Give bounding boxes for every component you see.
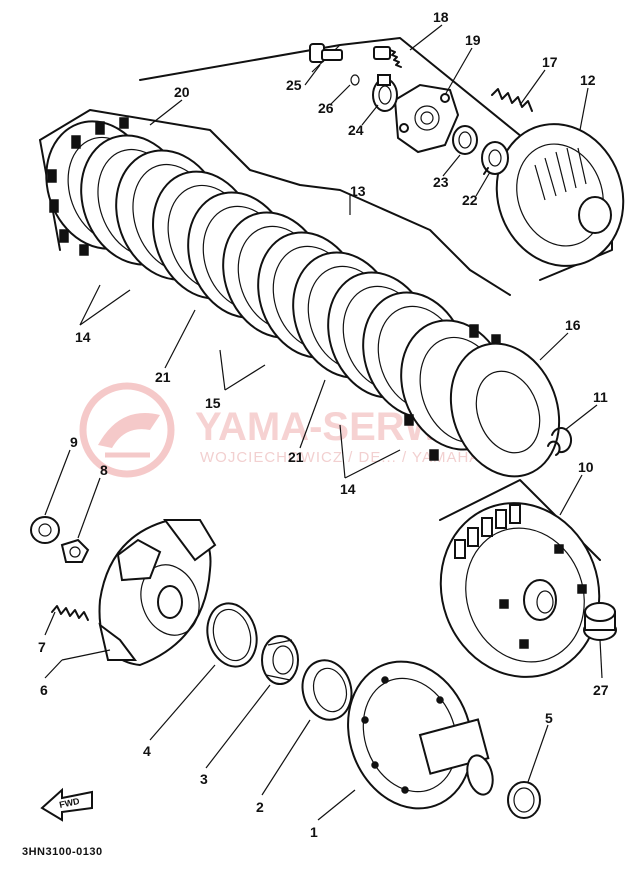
callout-23: 23 — [433, 174, 449, 190]
drawing-code: 3HN3100-0130 — [22, 846, 103, 858]
callout-1: 1 — [310, 824, 318, 840]
lower-parts — [30, 479, 617, 819]
ring-26 — [350, 74, 360, 86]
callout-16: 16 — [565, 317, 581, 333]
callout-27: 27 — [593, 682, 609, 698]
callout-22: 22 — [462, 192, 478, 208]
callout-10: 10 — [578, 459, 594, 475]
callout-17: 17 — [542, 54, 558, 70]
clutch-plate-stack — [45, 117, 573, 478]
callout-7: 7 — [38, 639, 46, 655]
washer-23 — [452, 125, 478, 155]
callout-4: 4 — [143, 743, 151, 759]
clutch-housing-12 — [495, 123, 625, 267]
callout-15: 15 — [205, 395, 221, 411]
callout-labels: 1 2 3 4 5 6 7 8 9 10 11 12 13 14 14 15 1… — [38, 9, 609, 840]
washer-9 — [30, 516, 60, 544]
spring-17 — [491, 88, 533, 112]
primary-drive-1 — [347, 660, 494, 810]
circlip-11 — [547, 427, 573, 456]
watermark-logo — [79, 382, 175, 478]
callout-26: 26 — [318, 100, 334, 116]
callout-8: 8 — [100, 462, 108, 478]
lock-washer-22 — [481, 141, 509, 175]
callout-6: 6 — [40, 682, 48, 698]
callout-12: 12 — [580, 72, 596, 88]
callout-14-lower: 14 — [340, 481, 356, 497]
bearing-3 — [261, 635, 299, 685]
shoe-assembly-6 — [98, 518, 217, 667]
fwd-arrow-icon: FWD — [40, 787, 93, 822]
callout-24: 24 — [348, 122, 364, 138]
plate-series — [80, 134, 468, 419]
screw-25 — [309, 43, 343, 63]
leader-lines — [44, 24, 603, 821]
spring-7 — [51, 605, 89, 621]
gear-24 — [372, 74, 398, 112]
callout-18: 18 — [433, 9, 449, 25]
upper-parts — [309, 43, 625, 267]
ring-4 — [206, 602, 258, 668]
clutch-boss-10 — [439, 479, 601, 678]
fwd-label: FWD — [58, 796, 81, 810]
pin-27 — [583, 602, 617, 641]
callout-5: 5 — [545, 710, 553, 726]
callout-2: 2 — [256, 799, 264, 815]
callout-25: 25 — [286, 77, 302, 93]
callout-11: 11 — [593, 389, 608, 405]
washer-5 — [507, 781, 541, 819]
bolt-18 — [373, 46, 402, 68]
roller-bearing-2 — [301, 659, 353, 721]
callout-9: 9 — [70, 434, 78, 450]
pressure-plate-16 — [449, 342, 561, 478]
callout-14-upper: 14 — [75, 329, 91, 345]
callout-20: 20 — [174, 84, 190, 100]
callout-19: 19 — [465, 32, 481, 48]
callout-3: 3 — [200, 771, 208, 787]
watermark-subtitle: WOJCIECHOWICZ / DE... / YAMAHA — [200, 449, 480, 466]
callout-21-lower: 21 — [288, 449, 304, 465]
plate-19 — [393, 83, 460, 154]
callout-13: 13 — [350, 183, 366, 199]
nut-8 — [60, 538, 90, 563]
callout-21-upper: 21 — [155, 369, 171, 385]
